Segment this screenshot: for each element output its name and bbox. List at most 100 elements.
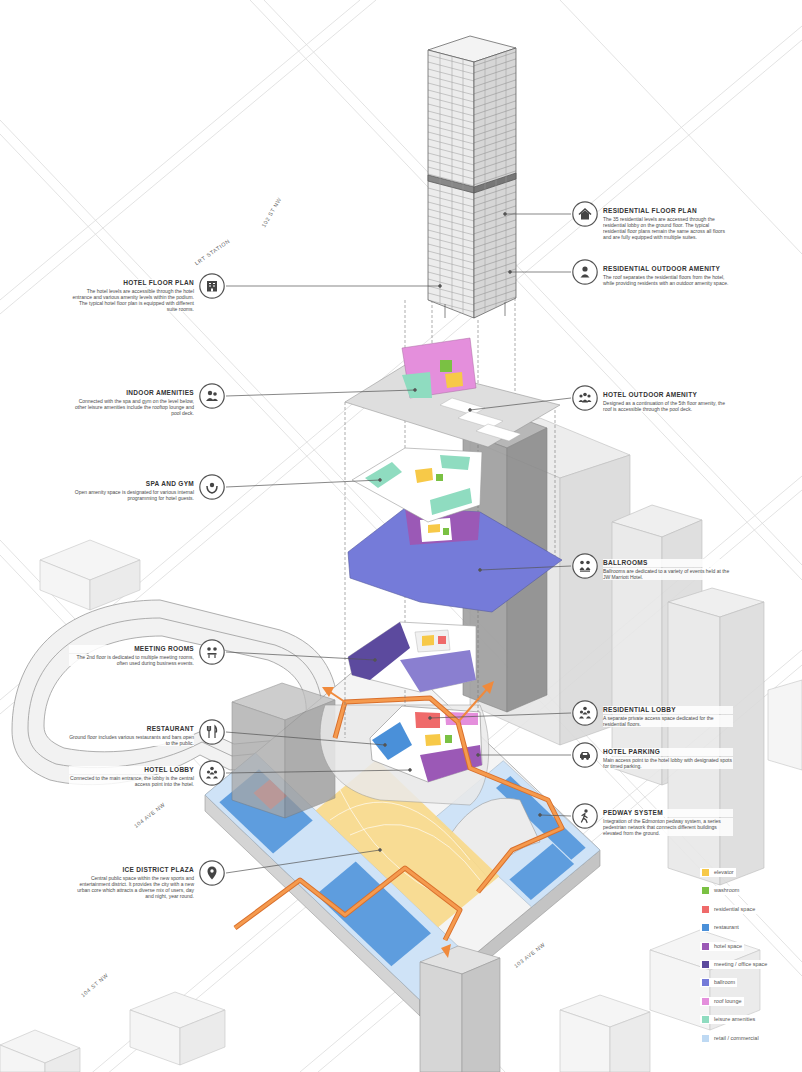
icon-part — [579, 394, 582, 397]
legend-row: restaurant — [700, 923, 741, 932]
callout-title: HOTEL FLOOR PLAN — [69, 279, 194, 287]
legend-text: retail / commercial — [714, 1035, 759, 1042]
leader-line-part — [379, 479, 382, 482]
icon-part — [573, 743, 597, 767]
legend-text: meeting / office space — [714, 961, 767, 968]
icon-part — [200, 861, 224, 885]
tower — [428, 36, 516, 318]
callout-text: BALLROOMSBallrooms are dedicated to a va… — [603, 553, 733, 580]
leader-line-part — [480, 566, 571, 570]
icon-part — [581, 274, 590, 277]
callout-body: Designed as a continuation of the 5th fl… — [603, 400, 733, 412]
leader-line-part — [226, 850, 380, 873]
callout-icon — [572, 259, 598, 285]
podium-part — [205, 645, 600, 1000]
icon-part — [209, 284, 215, 287]
callout: HOTEL LOBBYConnected to the main entranc… — [69, 760, 225, 787]
callout-text: INDOOR AMENITIESConnected with the spa a… — [69, 383, 194, 416]
context-building — [0, 540, 802, 1072]
tower-part-part — [506, 51, 507, 303]
spa-floor-part — [352, 448, 482, 522]
icon-part — [583, 753, 587, 755]
icon-part — [211, 289, 213, 292]
meeting-floor-part — [438, 636, 446, 644]
amenity-floor-part — [458, 411, 503, 428]
callout: HOTEL FLOOR PLANThe hotel levels are acc… — [69, 273, 225, 312]
context-building-part — [130, 1010, 180, 1065]
pedway-part — [322, 687, 334, 697]
icon-part — [573, 701, 597, 725]
callout: PEDWAY SYSTEMIntegration of the Edmonton… — [572, 803, 733, 836]
callout-title: ICE DISTRICT PLAZA — [69, 866, 194, 874]
callout-icon — [199, 474, 225, 500]
callout-text: HOTEL PARKINGMain access point to the ho… — [603, 742, 733, 769]
icon-part — [579, 712, 591, 718]
icon-part — [580, 752, 590, 758]
callout-text: HOTEL OUTDOOR AMENITYDesigned as a conti… — [603, 385, 733, 412]
tower-part — [428, 175, 474, 193]
bottom-tower-part — [462, 958, 500, 1072]
legend-row: residential space — [700, 905, 757, 914]
ground-floor-part — [445, 735, 452, 743]
legend-swatch — [702, 906, 709, 913]
leader-line-part — [429, 717, 432, 720]
icon-part — [573, 202, 597, 226]
meeting-floor-part — [348, 622, 476, 692]
meeting-floor-part — [400, 650, 476, 692]
callout-body: The 35 residential levels are accessed t… — [603, 216, 733, 240]
icon-part — [586, 757, 589, 760]
callout-text: RESTAURANTGround floor includes various … — [69, 719, 194, 746]
callout: INDOOR AMENITIESConnected with the spa a… — [69, 383, 225, 416]
legend-row: roof lounge — [700, 997, 744, 1006]
context-building-part — [180, 1010, 225, 1065]
icon-part — [210, 869, 213, 872]
spa-floor-part — [440, 455, 470, 470]
leader-line-part — [226, 652, 375, 660]
callout: HOTEL OUTDOOR AMENITYDesigned as a conti… — [572, 385, 733, 412]
legend-text: restaurant — [714, 924, 739, 931]
amenity-floor-part — [402, 338, 476, 398]
context-building-part — [768, 680, 802, 770]
callout-title: SPA AND GYM — [69, 480, 194, 488]
icon-part — [582, 266, 587, 271]
amenity-floor-part — [440, 398, 485, 415]
leader-line-part — [504, 213, 507, 216]
ground-floor — [320, 705, 489, 805]
callout-icon — [199, 860, 225, 886]
ground-floor-part — [420, 745, 482, 782]
street-grid-part — [0, 476, 802, 1072]
callout-title: HOTEL OUTDOOR AMENITY — [603, 391, 733, 399]
callout-body: Central public space within the new spor… — [69, 875, 194, 899]
icon-part — [587, 710, 590, 713]
icon-part — [213, 647, 217, 651]
ballroom-floor-part — [420, 518, 452, 542]
tower-part — [440, 51, 506, 314]
ballroom-floor-part — [443, 528, 449, 535]
street-label: 103 AVE NW — [511, 939, 548, 970]
callout: RESIDENTIAL FLOOR PLANThe 35 residential… — [572, 201, 733, 240]
pedway-part — [335, 698, 562, 892]
pedway — [235, 681, 562, 958]
meeting-floor-part — [348, 622, 410, 680]
callout-title: RESTAURANT — [69, 725, 194, 733]
callout-title: HOTEL LOBBY — [69, 766, 194, 774]
icon-part — [582, 814, 588, 823]
icon-part — [200, 384, 224, 408]
callout-text: HOTEL LOBBYConnected to the main entranc… — [69, 760, 194, 787]
callout: SPA AND GYMOpen amenity space is designa… — [69, 474, 225, 501]
callout-title: HOTEL PARKING — [603, 748, 733, 756]
tower-part-part — [440, 53, 441, 304]
context-tower-part — [668, 602, 720, 885]
meeting-floor-part — [422, 635, 434, 646]
tower-part — [474, 48, 516, 318]
leader-line-part — [540, 815, 571, 816]
callout-title: RESIDENTIAL LOBBY — [603, 706, 733, 714]
leader-line-part — [509, 271, 512, 274]
icon-part — [580, 710, 583, 713]
icon-part — [581, 211, 589, 220]
amenity-floor-part — [476, 424, 521, 441]
callout-title: BALLROOMS — [603, 559, 733, 567]
street-grid-part — [0, 120, 802, 962]
icon-part — [209, 655, 215, 658]
callout-body: Ballrooms are dedicated to a variety of … — [603, 568, 733, 580]
